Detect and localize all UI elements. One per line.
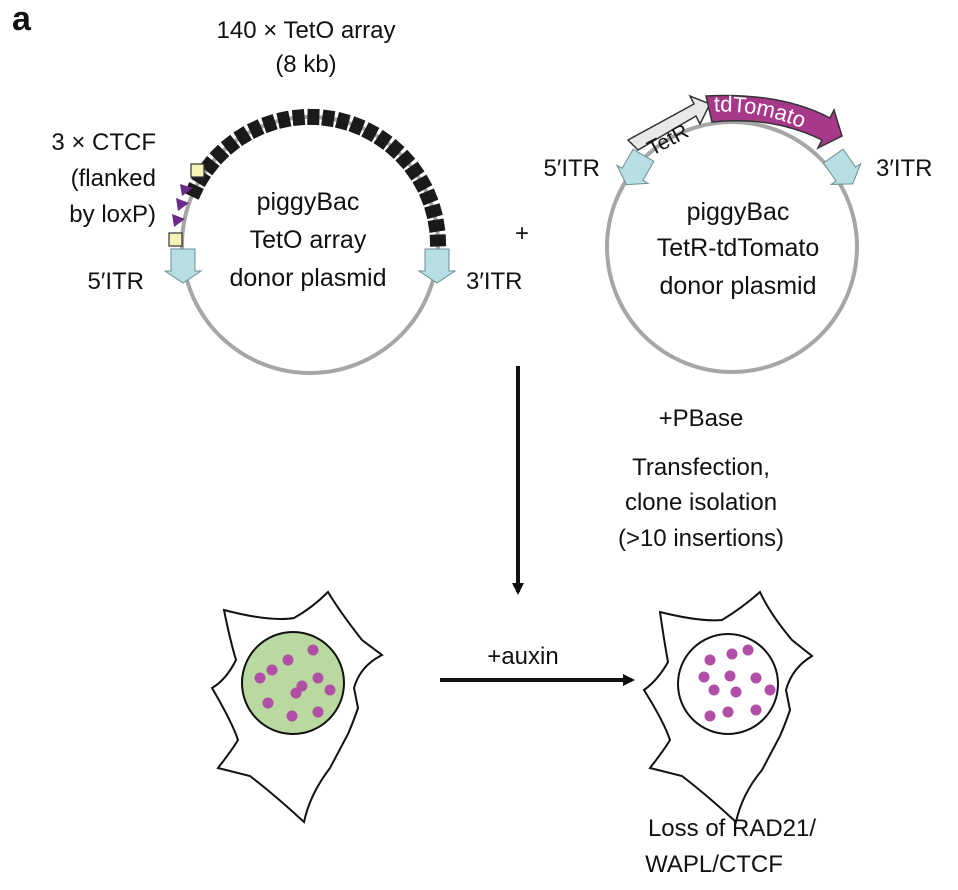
teto-block [199,156,220,176]
teto-block [361,122,380,142]
tetr-spot [726,648,738,660]
tetr-spot [266,664,278,676]
tetr-spot [254,672,266,684]
ctcf-site-icon [176,198,189,211]
plus-sign: + [515,220,529,247]
teto-block [384,139,405,159]
tetr-spot [750,672,762,684]
teto-block [233,126,253,147]
teto-block [261,114,278,134]
plasmid-right-name-3: donor plasmid [659,272,816,300]
itr-3-arrow-icon [417,248,457,284]
teto-block [307,108,320,126]
teto-block [424,203,443,220]
tetr-spots-right [698,644,776,722]
tetr-spot [312,672,324,684]
plasmid-left-name-3: donor plasmid [229,264,386,292]
tetr-spot [742,644,754,656]
plasmid-left-name-1: piggyBac [257,188,360,216]
loxp-site-bottom [168,232,183,247]
tetr-spot [724,670,736,682]
cell-before-auxin [210,590,384,824]
teto-block [276,110,292,129]
ctcf-label-line-1: 3 × CTCF [51,129,156,156]
teto-block [395,149,416,170]
plasmid-left-name-2: TetO array [250,226,367,254]
tetr-spot [290,687,302,699]
itr-5-arrow-icon [163,248,203,284]
teto-block [184,182,204,200]
plasmid-ring-right [605,120,859,374]
teto-block [348,116,366,136]
tetr-spot [282,654,294,666]
tetr-gene-arrow [626,94,712,151]
auxin-label: +auxin [487,643,558,670]
itr-3-label-left: 3′ITR [466,268,523,295]
plasmid-right-name-1: piggyBac [687,198,790,226]
teto-block [220,134,241,155]
result-line-2: WAPL/CTCF [645,851,783,878]
loxp-site-top [190,163,205,178]
step-1-line-3: (>10 insertions) [618,525,784,552]
tetr-spot [750,704,762,716]
teto-block [427,218,446,233]
cell-after-auxin [642,590,814,824]
itr-3-arrow-icon [822,148,862,185]
teto-block [419,188,439,206]
teto-block [373,129,393,150]
nucleus-right [677,633,779,735]
tetr-spot [708,684,720,696]
teto-block [321,109,336,128]
tetr-spot [764,684,776,696]
teto-block [334,112,351,131]
teto-donor-plasmid: 140 × TetO array (8 kb) 3 × CTCF (flanke… [51,17,523,375]
tetr-spot [262,697,274,709]
teto-block [209,144,230,165]
tetr-spot [307,644,319,656]
result-line-1: Loss of RAD21/ [648,815,816,842]
tetr-tdtomato-donor-plasmid: TetR tdTomato 5′ITR 3′ITR piggyBac TetR-… [543,91,933,374]
plasmid-right-name-2: TetR-tdTomato [657,234,820,262]
tetr-spot [698,671,710,683]
tetr-spot [730,686,742,698]
ctcf-label-line-2: (flanked [71,165,156,192]
tdtomato-gene-arrow [705,94,843,150]
tetr-spot [324,684,336,696]
step-1-line-1: Transfection, [632,454,770,481]
teto-block [246,119,265,139]
tetr-spot [704,710,716,722]
tetr-spots-left [254,644,336,722]
itr-5-arrow-icon [615,148,655,186]
itr-3-label-right: 3′ITR [876,155,933,182]
panel-label: a [12,0,32,38]
tetr-spot [722,706,734,718]
itr-5-label-left: 5′ITR [87,268,144,295]
tetr-spot [312,706,324,718]
ctcf-label-line-3: by loxP) [69,201,156,228]
ctcf-site-icon [172,214,185,227]
pbase-label: +PBase [659,405,744,432]
teto-block [291,108,306,127]
teto-array-title: 140 × TetO array [217,17,396,44]
step-1-line-2: clone isolation [625,489,777,516]
teto-array-size: (8 kb) [275,51,336,78]
teto-block [429,234,447,247]
teto-array-blocks [184,108,447,247]
teto-block [404,161,425,181]
teto-block [412,174,433,193]
ctcf-site-icon [180,184,193,196]
tetr-spot [704,654,716,666]
tetr-spot [286,710,298,722]
itr-5-label-right: 5′ITR [543,155,600,182]
